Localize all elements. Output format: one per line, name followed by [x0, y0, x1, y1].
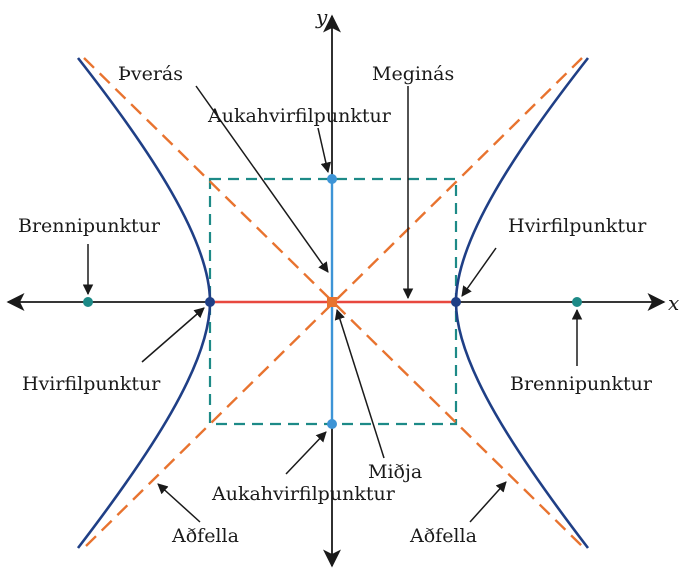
y-axis-label: y: [315, 5, 328, 29]
vertex-left-label: Hvirfilpunktur: [22, 373, 161, 395]
hyperbola-branch-left: [76, 57, 212, 549]
arrow-vertex-left: [141, 307, 205, 363]
asymptote-line-falling: [83, 57, 585, 549]
arrow-center: [334, 308, 385, 459]
focus-right-label: Brennipunktur: [510, 373, 653, 395]
x-axis-label: x: [668, 291, 679, 315]
focus-point-right: [572, 297, 582, 307]
arrow-asymptote-left: [157, 483, 201, 523]
asymptote-line-rising: [85, 57, 583, 547]
arrow-vertex-right: [461, 247, 497, 297]
hyperbola-branch-right: [454, 57, 590, 549]
focus-point-left: [83, 297, 93, 307]
vertex-point-right: [451, 297, 461, 307]
asymptote-left-label: Aðfella: [171, 525, 239, 547]
major-axis-label: Meginás: [372, 63, 454, 85]
asymptote-right-label: Aðfella: [409, 525, 477, 547]
arrow-covertex-bottom: [285, 431, 327, 475]
vertex-point-left: [205, 297, 215, 307]
vertex-right-label: Hvirfilpunktur: [508, 215, 647, 237]
center-label: Miðja: [368, 461, 422, 483]
arrow-transverse-axis: [195, 85, 329, 273]
focus-left-label: Brennipunktur: [18, 215, 161, 237]
covertex-point-top: [327, 174, 337, 184]
transverse-axis-label: Þverás: [118, 63, 183, 85]
arrow-asymptote-right: [469, 481, 507, 523]
center-point: [327, 297, 337, 307]
covertex-point-bottom: [327, 419, 337, 429]
covertex-top-label: Aukahvirfilpunktur: [207, 105, 392, 127]
covertex-bottom-label: Aukahvirfilpunktur: [211, 483, 396, 505]
arrow-covertex-top: [317, 127, 332, 174]
